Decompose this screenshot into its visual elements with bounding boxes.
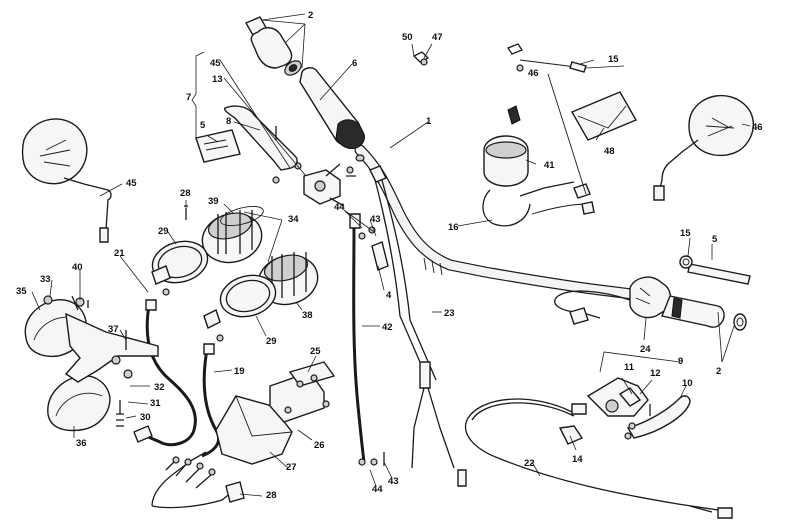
throttle-cables [369,165,467,487]
callout-36: 36 [76,438,87,449]
callout-44-bottom: 44 [372,484,383,495]
callout-29-bottom: 29 [266,336,277,347]
callout-26: 27 [286,462,297,473]
callout-1: 1 [426,116,432,127]
callout-15: 15 [680,228,691,239]
indicator-lights-panel [269,361,336,423]
callout-35: 35 [16,286,27,297]
callout-50: 50 [402,32,413,43]
callout-23: 24 [640,344,651,355]
leader-lines [31,13,751,497]
callout-12: 12 [650,368,661,379]
callout-28: 28 [180,188,191,199]
callout-10: 10 [682,378,693,389]
callout-46-left: 45 [126,178,137,189]
callout-25: 26 [314,440,325,451]
rear-cable-21 [465,398,733,519]
callout-14: 14 [572,454,583,465]
callout-7: 7 [186,92,191,103]
callout-33: 33 [40,274,51,285]
callout-42: 42 [382,322,393,333]
callout-46-right: 46 [752,122,763,133]
callout-16: 15 [608,54,619,65]
callout-5: 5 [712,234,718,245]
callout-19: 19 [234,366,245,377]
fitting-48-50 [412,51,430,66]
callout-6: 6 [352,58,357,69]
callout-44-top: 44 [334,202,345,213]
callout-11: 11 [624,362,635,373]
callout-47: 46 [528,68,539,79]
callout-48: 47 [432,32,443,43]
wiring-harness [151,451,245,509]
left-mirror [21,118,112,243]
callout-4: 5 [200,120,206,131]
callout-30: 30 [140,412,151,423]
indicator-bracket [43,295,159,427]
callout-2: 2 [308,10,313,21]
clutch-cable [349,213,389,466]
callout-43-top: 43 [370,214,381,225]
callout-21: 22 [524,458,535,469]
speedometer [201,205,264,264]
callout-34: 34 [288,214,299,225]
callout-49: 48 [604,146,615,157]
callout-2-right: 2 [716,366,721,377]
callout-8: 8 [226,116,231,127]
callout-45: 45 [210,58,221,69]
right-turn-indicator [47,375,111,432]
right-switch-housing [554,276,672,325]
callout-41: 41 [544,160,555,171]
callout-3: 4 [386,290,392,301]
callout-13: 13 [212,74,223,85]
callout-39: 39 [208,196,219,207]
bar-end-weight [679,255,751,285]
callout-31: 31 [150,398,161,409]
callout-9: 9 [678,356,683,367]
front-brake-assembly [558,377,691,445]
handlebar [354,144,646,301]
callout-27: 28 [266,490,277,501]
callout-22: 23 [444,308,455,319]
callout-43-bottom: 43 [388,476,399,487]
ignition-switch-assembly [482,43,638,227]
callout-17: 16 [448,222,459,233]
callout-37: 37 [108,324,119,335]
right-mirror [653,94,754,201]
callout-24: 25 [310,346,321,357]
throttle-grip-assembly [245,16,365,162]
callout-20: 21 [114,248,125,259]
clutch-lever-assembly [195,105,356,207]
callout-labels: 2 6 45 13 7 8 5 1 50 47 15 46 48 41 16 4… [16,10,763,501]
callout-32: 32 [154,382,165,393]
instrument-bracket-cover [215,395,293,465]
bezel-rings [151,205,277,342]
callout-38: 38 [302,310,313,321]
callout-40: 40 [72,262,83,273]
callout-29-top: 29 [158,226,169,237]
right-grip [661,295,747,331]
